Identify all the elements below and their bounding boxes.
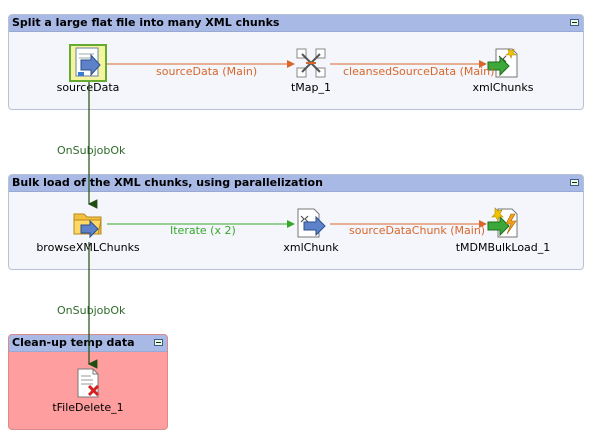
link-cleansedSourceData-main[interactable]: cleansedSourceData (Main) (343, 65, 495, 78)
component-label: xmlChunks (472, 81, 534, 94)
subjob-title-text: Split a large flat file into many XML ch… (12, 16, 280, 29)
component-xmlChunk[interactable]: xmlChunk (251, 206, 371, 254)
subjob-title[interactable]: Clean-up temp data (9, 335, 167, 352)
subjob-title[interactable]: Split a large flat file into many XML ch… (9, 15, 583, 32)
input-file-arrow-icon[interactable] (69, 44, 107, 82)
component-label: browseXMLChunks (36, 241, 140, 254)
mdm-bulkload-icon[interactable] (486, 206, 520, 240)
trigger-onsubjobok-2[interactable]: OnSubjobOk (57, 304, 126, 317)
collapse-toggle-icon[interactable] (154, 339, 163, 346)
component-sourceData[interactable]: sourceData (28, 44, 148, 94)
component-label: sourceData (56, 81, 120, 94)
xml-output-icon[interactable] (486, 46, 520, 80)
component-label: xmlChunk (283, 241, 339, 254)
link-sourceData-main[interactable]: sourceData (Main) (156, 65, 258, 78)
tmap-icon[interactable] (294, 46, 328, 80)
link-sourceDataChunk-main[interactable]: sourceDataChunk (Main) (349, 224, 486, 237)
collapse-toggle-icon[interactable] (570, 179, 579, 186)
folder-browse-icon[interactable] (71, 206, 105, 240)
link-iterate[interactable]: Iterate (x 2) (170, 224, 236, 237)
component-label: tFileDelete_1 (52, 401, 124, 414)
trigger-onsubjobok-1[interactable]: OnSubjobOk (57, 144, 126, 157)
subjob-title-text: Clean-up temp data (12, 336, 135, 349)
file-delete-icon[interactable] (71, 366, 105, 400)
component-label: tMDMBulkLoad_1 (455, 241, 551, 254)
component-browseXMLChunks[interactable]: browseXMLChunks (28, 206, 148, 254)
component-tMDMBulkLoad_1[interactable]: tMDMBulkLoad_1 (443, 206, 563, 254)
collapse-toggle-icon[interactable] (570, 19, 579, 26)
component-xmlChunks[interactable]: xmlChunks (443, 46, 563, 94)
xml-input-icon[interactable] (294, 206, 328, 240)
component-tFileDelete_1[interactable]: tFileDelete_1 (28, 366, 148, 414)
component-label: tMap_1 (290, 81, 332, 94)
subjob-title[interactable]: Bulk load of the XML chunks, using paral… (9, 175, 583, 192)
component-tMap_1[interactable]: tMap_1 (251, 46, 371, 94)
subjob-title-text: Bulk load of the XML chunks, using paral… (12, 176, 323, 189)
